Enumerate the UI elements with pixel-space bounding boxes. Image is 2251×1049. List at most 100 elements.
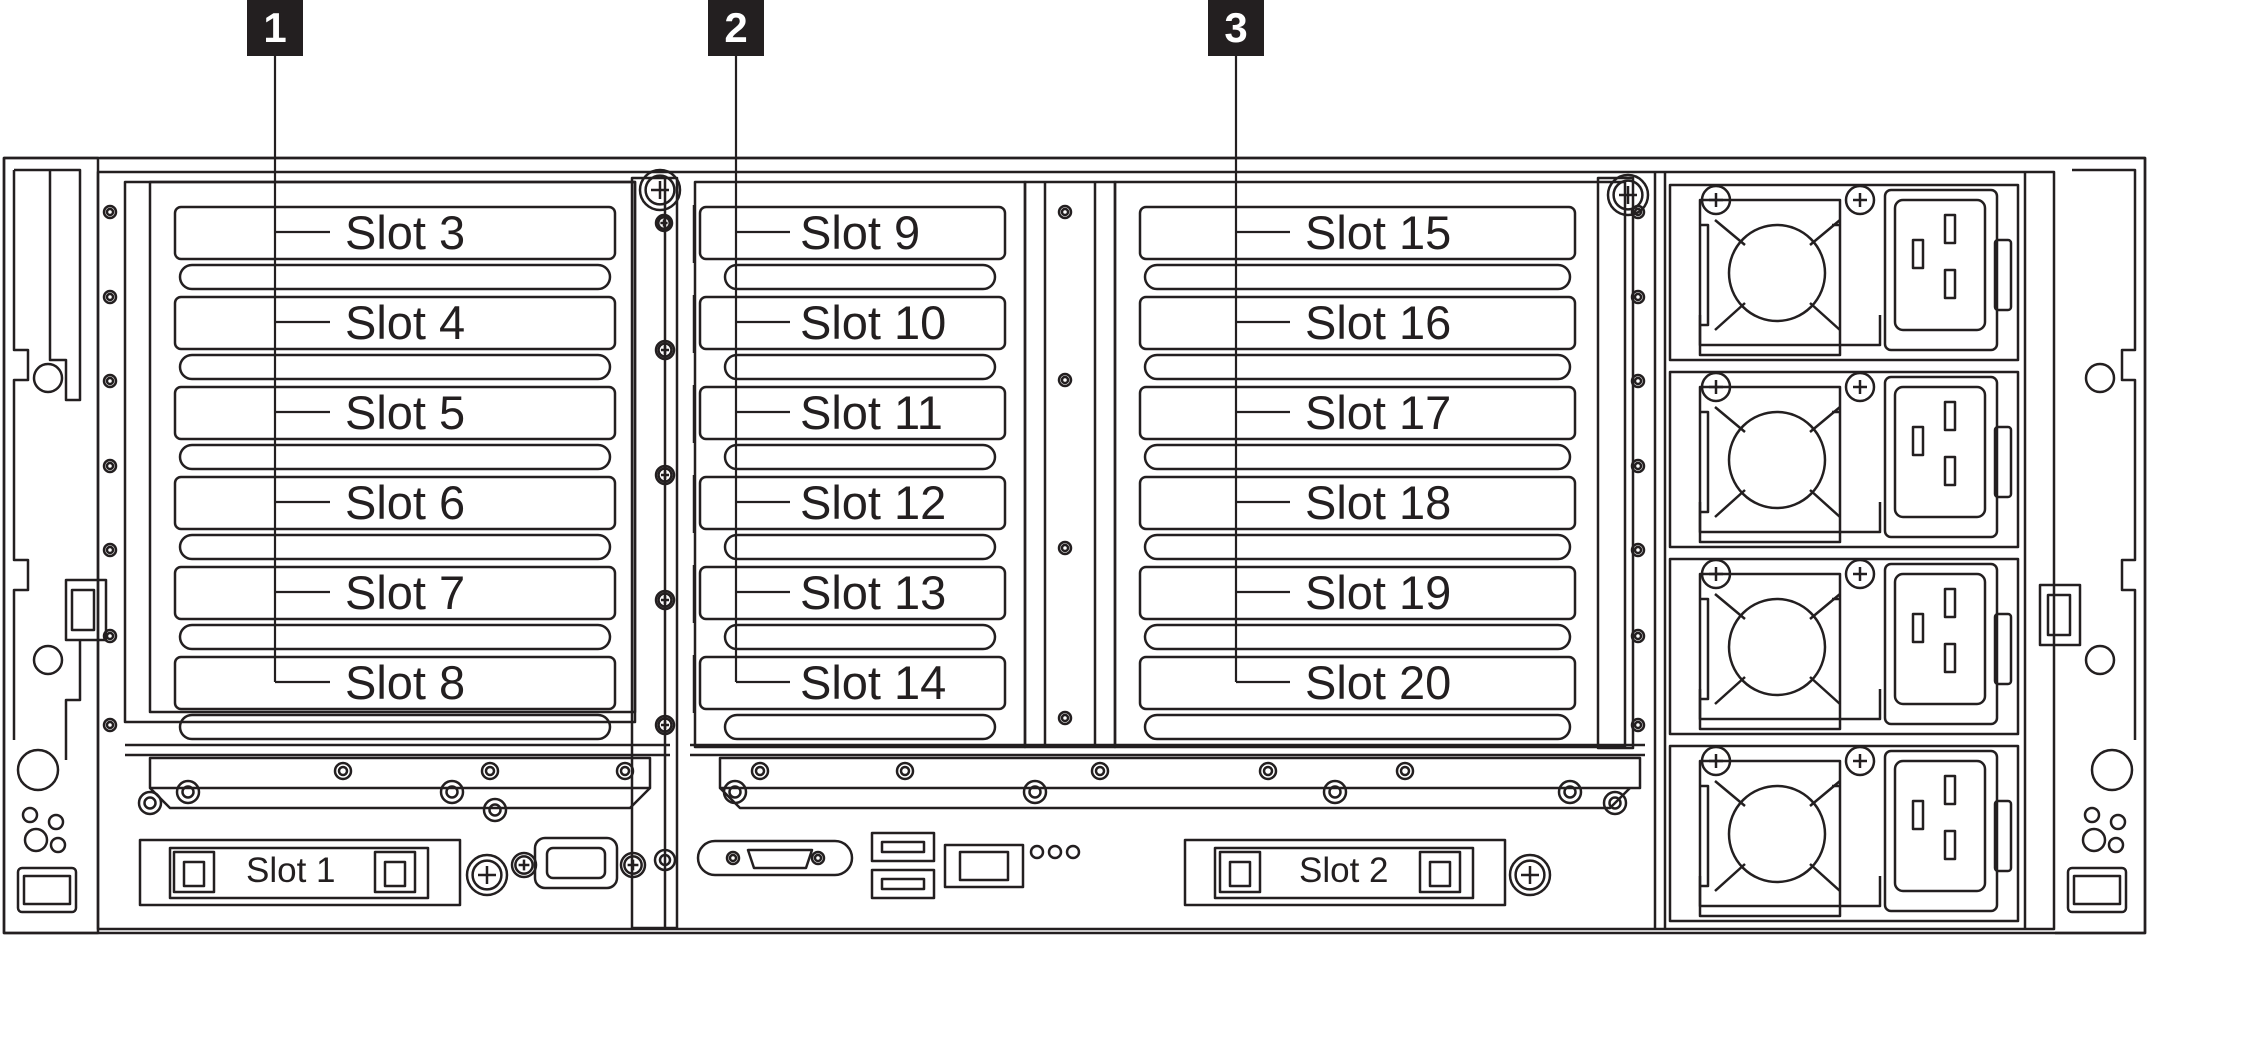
callout-3: 3: [1208, 0, 1264, 56]
screw: [102, 289, 118, 305]
screw: [1057, 372, 1073, 388]
slot-label: Slot 4: [345, 296, 466, 349]
pcie-slot-bracket: [173, 385, 617, 441]
power-supply: [1668, 557, 2020, 736]
screw: [1022, 779, 1048, 805]
screw: [895, 761, 915, 781]
slot-label: Slot 11: [800, 386, 943, 439]
screw: [1090, 761, 1110, 781]
screw: [1395, 761, 1415, 781]
slot-label: Slot 13: [800, 566, 947, 619]
thumbscrew: [1508, 853, 1552, 897]
psu-fan: [1727, 223, 1827, 323]
pcie-slot-bracket: [173, 655, 617, 711]
slot-label: Slot 7: [345, 566, 466, 619]
power-supplies: [1668, 183, 2020, 923]
slot-divider: [723, 263, 997, 291]
pcie-slot-bracket: [173, 205, 617, 261]
psu-screw: [1844, 184, 1876, 216]
pcie-slot-brackets: [173, 205, 1577, 741]
screw: [810, 850, 826, 866]
slot-divider: [723, 443, 997, 471]
ocp-slot-2-frame: [1183, 838, 1507, 907]
screw: [1557, 779, 1583, 805]
pcie-slot-bracket: [173, 475, 617, 531]
screw: [1630, 373, 1646, 389]
screw: [1322, 779, 1348, 805]
psu-power-inlet: [1883, 375, 1999, 539]
power-supply: [1668, 744, 2020, 923]
psu-screw: [1844, 745, 1876, 777]
pcie-slot-bracket: [1138, 205, 1577, 261]
psu-screw: [1844, 558, 1876, 590]
pcie-slot-bracket: [1138, 385, 1577, 441]
thumbscrew: [654, 714, 676, 736]
screws: [102, 168, 1650, 897]
ocp-slot-1-frame: [138, 838, 462, 907]
screw: [175, 779, 201, 805]
screw: [1630, 289, 1646, 305]
psu-fan: [1727, 597, 1827, 697]
psu-handle: [1698, 315, 1882, 347]
pcie-slot-bracket: [698, 295, 1007, 351]
slot-label: Slot 19: [1305, 566, 1452, 619]
riser-cage-3: [690, 176, 1645, 757]
pcie-slot-bracket: [698, 205, 1007, 261]
thumbscrew: [654, 464, 676, 486]
slot-divider: [178, 533, 612, 561]
psu-latch: [1993, 238, 2013, 312]
riser-cage-1: [123, 176, 679, 930]
power-supply: [1668, 370, 2020, 549]
slot-divider: [1143, 713, 1572, 741]
slot-label: Slot 15: [1305, 206, 1452, 259]
screw: [750, 761, 770, 781]
callout-1: 1: [247, 0, 303, 56]
slot-label: Slot 14: [800, 656, 947, 709]
screw: [333, 761, 353, 781]
slot-divider: [178, 263, 612, 291]
thumbscrew: [619, 851, 647, 879]
psu-latch: [1993, 799, 2013, 873]
screw: [439, 779, 465, 805]
psu-fan: [1727, 410, 1827, 510]
slot-divider: [178, 623, 612, 651]
screw: [480, 761, 500, 781]
psu-latch: [1993, 425, 2013, 499]
callout-leader-lines: [273, 56, 1290, 684]
slot-label: Slot 17: [1305, 386, 1452, 439]
pcie-slot-bracket: [698, 475, 1007, 531]
screw: [1057, 540, 1073, 556]
callout-2: 2: [708, 0, 764, 56]
pcie-slot-bracket: [1138, 475, 1577, 531]
thumbscrew: [654, 213, 674, 233]
pcie-slot-bracket: [698, 385, 1007, 441]
psu-power-inlet: [1883, 562, 1999, 726]
screw: [1630, 717, 1646, 733]
slot-divider: [723, 623, 997, 651]
thumbscrew: [654, 339, 676, 361]
thumbscrew: [1606, 173, 1650, 217]
screw: [615, 761, 635, 781]
slot-divider: [723, 713, 997, 741]
slot-divider: [178, 713, 612, 741]
psu-handle: [1698, 689, 1882, 721]
slot-divider: [178, 443, 612, 471]
psu-power-inlet: [1883, 188, 1999, 352]
screw: [102, 458, 118, 474]
left-rack-ear: [2, 156, 108, 935]
usb-port-bottom: [870, 868, 936, 900]
pcie-slot-bracket: [698, 565, 1007, 621]
thumbscrew: [465, 853, 509, 897]
psu-handle: [1698, 502, 1882, 534]
slot-label: Slot 10: [800, 296, 947, 349]
screw: [725, 850, 741, 866]
screw: [722, 779, 748, 805]
vga-port: [696, 839, 854, 877]
power-supply: [1668, 183, 2020, 362]
thumbscrew: [510, 851, 538, 879]
slot-divider: [1143, 353, 1572, 381]
psu-screw: [1844, 371, 1876, 403]
pcie-slot-bracket: [173, 565, 617, 621]
